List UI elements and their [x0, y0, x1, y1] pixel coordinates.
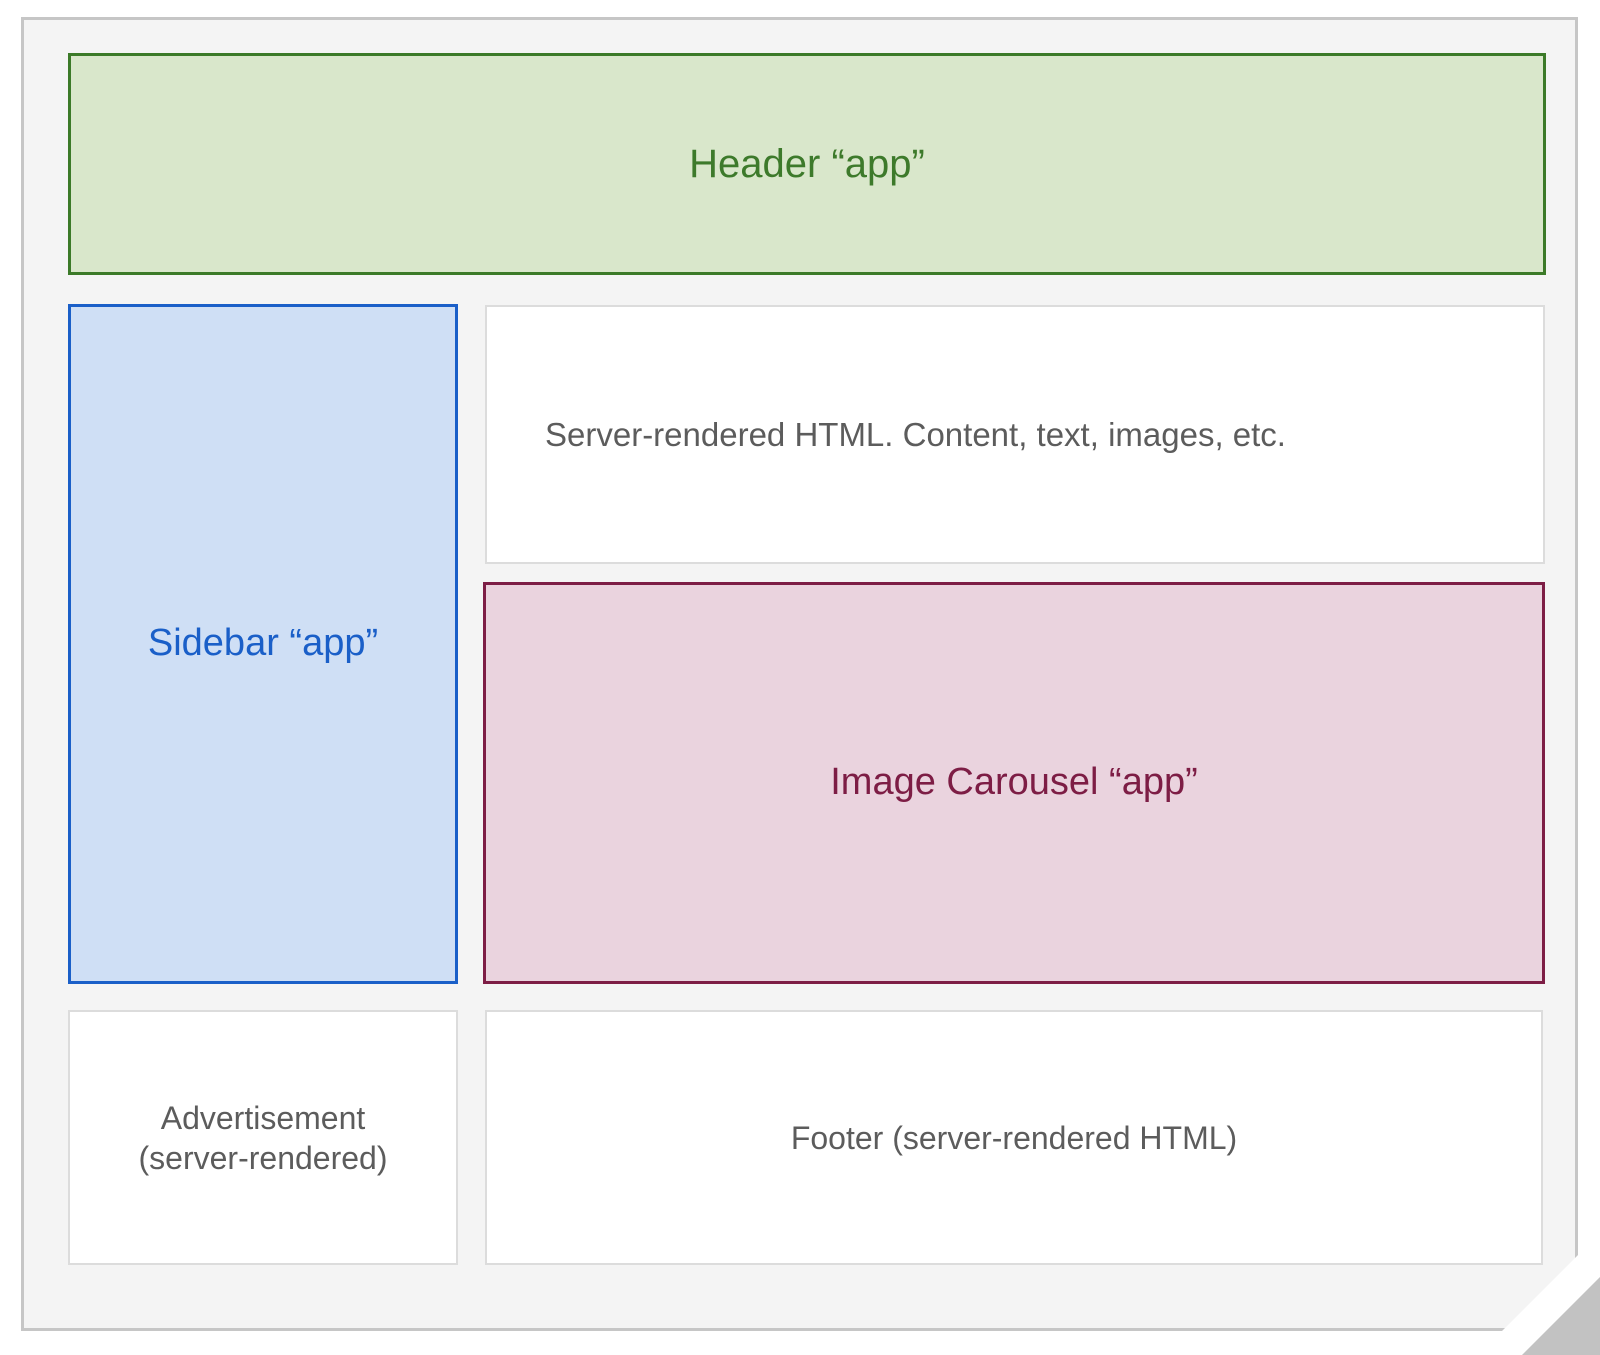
block-image-carousel-app[interactable]: Image Carousel “app”	[483, 582, 1545, 984]
block-footer-label: Footer (server-rendered HTML)	[790, 1119, 1238, 1156]
block-sidebar-app-label: Sidebar “app”	[147, 622, 379, 665]
block-advertisement-label: Advertisement (server-rendered)	[138, 1099, 388, 1176]
page-sheet: Header “app” Sidebar “app” Server-render…	[21, 17, 1578, 1331]
block-footer[interactable]: Footer (server-rendered HTML)	[485, 1010, 1543, 1265]
block-advertisement[interactable]: Advertisement (server-rendered)	[68, 1010, 458, 1265]
block-sidebar-app[interactable]: Sidebar “app”	[68, 304, 458, 984]
block-server-rendered-content-label: Server-rendered HTML. Content, text, ima…	[545, 415, 1286, 453]
block-server-rendered-content[interactable]: Server-rendered HTML. Content, text, ima…	[485, 305, 1545, 564]
block-image-carousel-app-label: Image Carousel “app”	[830, 761, 1198, 804]
block-header-app-label: Header “app”	[689, 142, 925, 186]
block-header-app[interactable]: Header “app”	[68, 53, 1546, 275]
